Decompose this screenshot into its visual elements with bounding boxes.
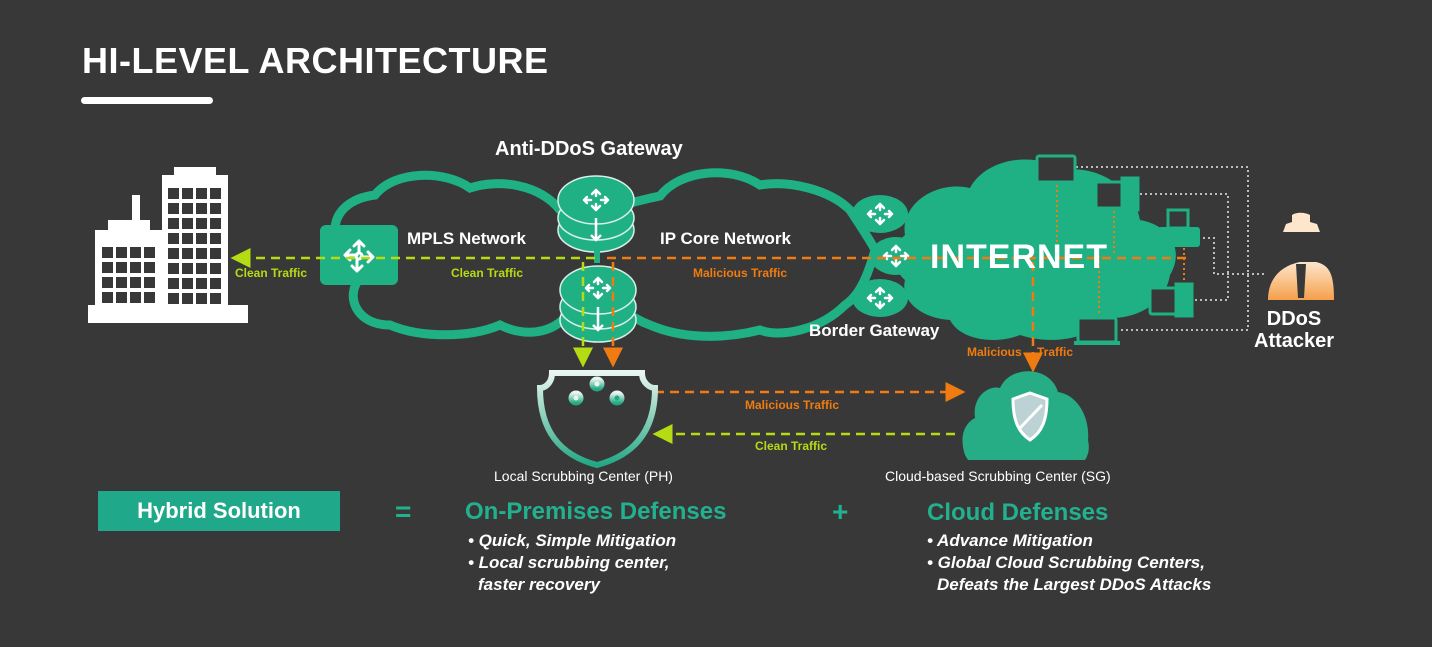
building-icon [88,167,248,323]
botnet-connections [1076,166,1266,331]
ddos-attacker-icon [1268,212,1334,300]
hybrid-solution-badge: Hybrid Solution [98,491,340,531]
bot-traffic-lines [1056,180,1185,315]
local-scrubbing-shield-icon [536,370,659,469]
mpls-switch-icon [320,225,398,285]
mpls-network-label: MPLS Network [407,229,527,248]
bullet-item: • Advance Mitigation [927,531,1093,550]
malicious-traffic-label: Malicious Traffic [745,398,840,412]
malicious-traffic-label: Malicious Traffic [693,266,788,280]
cloud-scrubbing-icon [962,371,1089,460]
clean-traffic-label: Clean Traffic [451,266,524,280]
ip-core-network-cloud [595,168,880,341]
on-premises-bullets: • Quick, Simple Mitigation • Local scrub… [468,530,676,596]
cloud-defenses-heading: Cloud Defenses [927,499,1109,526]
anti-ddos-gateway-label: Anti-DDoS Gateway [495,138,683,160]
bullet-item: Defeats the Largest DDoS Attacks [937,575,1212,594]
clean-traffic-label: Clean Traffic [235,266,308,280]
bullet-item: • Quick, Simple Mitigation [468,531,677,550]
laptop-icon [1033,154,1079,185]
laptop-icon [1074,316,1120,345]
malicious-traffic-label: Traffic [1037,345,1074,359]
bullet-item: • Local scrubbing center, [468,553,670,572]
anti-ddos-gateway-upper-router-icon [557,175,635,253]
ip-core-network-label: IP Core Network [660,229,792,248]
malicious-traffic-label: Malicious [967,345,1022,359]
printer-icon [1158,208,1200,247]
cloud-scrubbing-center-label: Cloud-based Scrubbing Center (SG) [885,468,1111,484]
plus-sign: + [832,496,849,527]
bullet-item: • Global Cloud Scrubbing Centers, [927,553,1205,572]
ddos-attacker-label-line2: Attacker [1254,330,1335,352]
ddos-attacker-label: DDoS Attacker [1254,308,1334,352]
on-premises-heading: On-Premises Defenses [465,498,727,525]
desktop-computer-icon [1148,282,1194,318]
anti-ddos-gateway-lower-router-icon [559,265,637,343]
page-title: HI-LEVEL ARCHITECTURE [82,40,549,81]
border-gateway-router-icon [870,237,922,275]
bullet-item: faster recovery [478,575,600,594]
equals-sign: = [395,496,412,527]
internet-label: INTERNET [930,238,1108,276]
cloud-defenses-bullets: • Advance Mitigation • Global Cloud Scru… [927,530,1211,596]
clean-traffic-label: Clean Traffic [755,439,828,453]
local-scrubbing-center-label: Local Scrubbing Center (PH) [494,468,673,484]
desktop-computer-icon [1094,176,1140,212]
border-gateway-label: Border Gateway [809,321,940,340]
ddos-attacker-label-line1: DDoS [1266,308,1322,330]
border-gateway-router-icon [852,279,908,317]
title-underline [81,97,213,104]
border-gateway-router-icon [852,195,908,233]
